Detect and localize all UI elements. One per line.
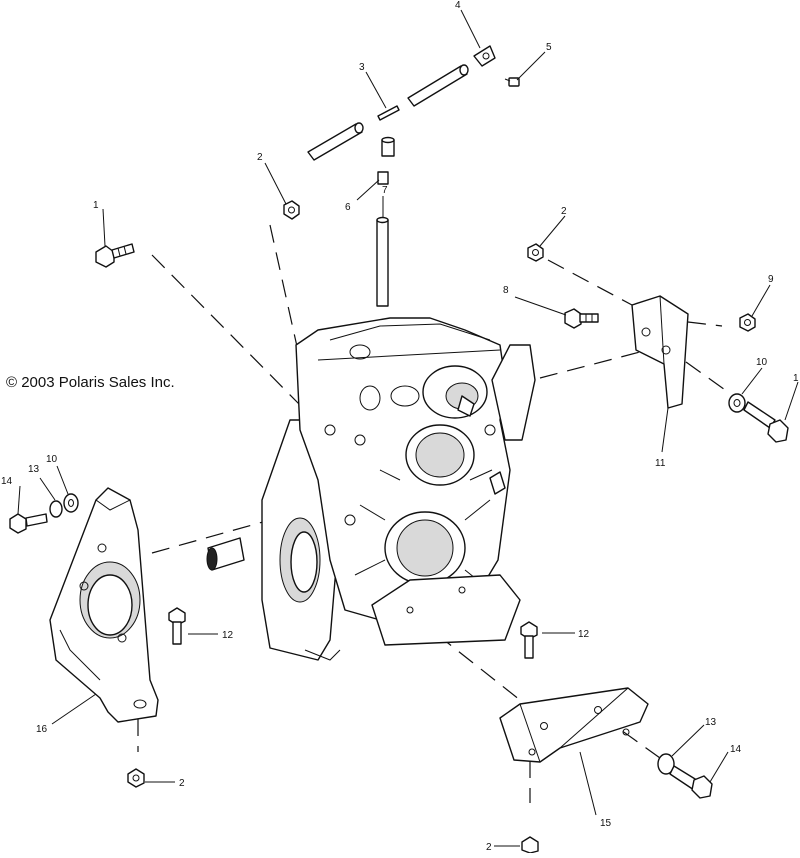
callout-3: 3: [359, 62, 365, 73]
callout-13-right: 13: [705, 717, 717, 728]
callout-15: 15: [600, 818, 612, 829]
callout-5: 5: [546, 42, 552, 53]
washer-10-left: [63, 493, 79, 513]
callout-9: 9: [768, 274, 774, 285]
hex-nut-9: [739, 313, 756, 332]
callout-16: 16: [36, 724, 48, 735]
callout-12-left: 12: [222, 630, 234, 641]
callout-2-right: 2: [561, 206, 567, 217]
flange-bolt-1: [95, 243, 135, 268]
lock-washer-13-left: [49, 500, 63, 518]
bracket-16: [49, 487, 159, 723]
callout-11: 11: [655, 458, 666, 469]
washer-10-right: [728, 393, 746, 413]
callout-12-right: 12: [578, 629, 590, 640]
copyright-text: © 2003 Polaris Sales Inc.: [6, 374, 175, 391]
small-screw: [504, 77, 520, 87]
flange-bolt-8: [564, 308, 599, 329]
callout-7: 7: [382, 185, 388, 196]
callout-10-right: 10: [756, 357, 768, 368]
hex-nut-top: [283, 200, 300, 220]
transmission-housing: [206, 317, 536, 661]
hex-nut-bottom-left: [127, 768, 145, 788]
callout-1-right: 1: [793, 373, 799, 384]
lock-washer-13-right: [657, 753, 675, 775]
callout-13-left: 13: [28, 464, 40, 475]
callout-2-bottom-left: 2: [179, 778, 185, 789]
bracket-15: [499, 687, 649, 763]
bolt-14-left: [9, 513, 48, 534]
callout-14-right: 14: [730, 744, 742, 755]
pin: [377, 105, 400, 121]
callout-4: 4: [455, 0, 461, 11]
bolt-12-right: [520, 621, 538, 659]
hex-nut-bottom: [521, 836, 539, 854]
bolt-12-left: [168, 607, 186, 645]
rod-end-clevis: [473, 45, 496, 67]
bolt-14-right: [669, 765, 713, 799]
callout-1-left: 1: [93, 200, 99, 211]
callout-2-bottom: 2: [486, 842, 492, 853]
callout-2-top: 2: [257, 152, 263, 163]
hex-nut-right: [527, 243, 544, 262]
shift-rod-upper: [407, 64, 469, 107]
callout-6: 6: [345, 202, 351, 213]
callout-10-left: 10: [46, 454, 58, 465]
bushing: [377, 171, 389, 185]
shaft-rod: [376, 216, 389, 307]
leader-lines: [17, 9, 799, 847]
callout-8: 8: [503, 285, 509, 296]
shift-rod-lower: [307, 122, 364, 161]
bolt-1-right: [743, 401, 789, 443]
callout-14-left: 14: [1, 476, 13, 487]
rod-guide: [381, 136, 395, 157]
assembly-dashed-lines: [137, 224, 729, 803]
bracket-11: [631, 295, 689, 409]
